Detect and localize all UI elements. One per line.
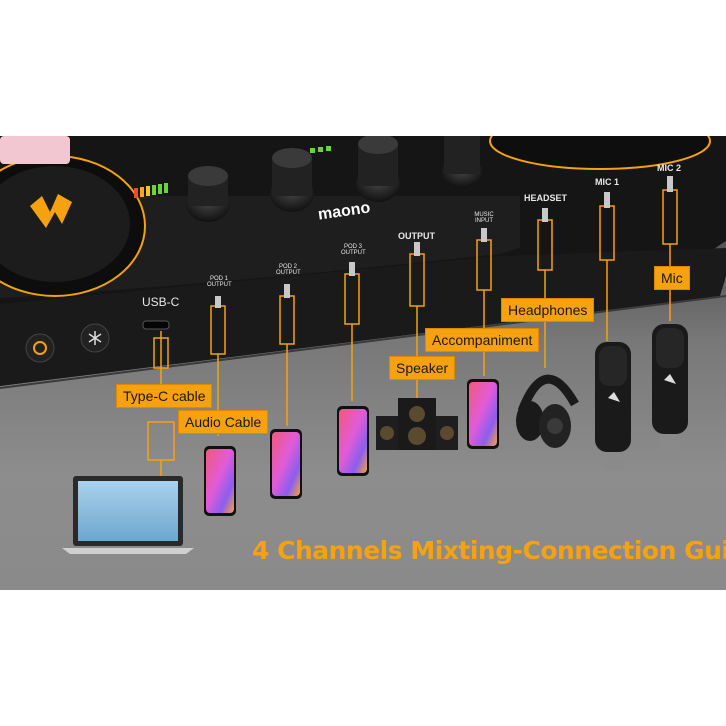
callout-headphones: Headphones [501, 298, 595, 322]
laptop [62, 476, 194, 554]
callout-mic: Mic [654, 266, 690, 290]
speaker-system [376, 398, 458, 450]
usb-c-label: USB-C [142, 295, 180, 309]
maono-logo-icon [30, 194, 72, 228]
port-label-pod1: POD 1 OUTPUT [207, 276, 232, 288]
callout-type-c-cable: Type-C cable [116, 384, 213, 408]
product-photo: USB-C POD 1 OUTPUT POD 2 OUTPUT POD 3 OU… [0, 136, 726, 590]
level-meter [134, 146, 331, 198]
port-label-pod3: POD 3 OUTPUT [341, 244, 366, 256]
headphones [516, 374, 579, 448]
jog-wheel-right [489, 136, 711, 170]
microphones [595, 324, 688, 470]
callout-audio-cable: Audio Cable [178, 410, 269, 434]
effect-button [0, 136, 70, 164]
jack-plugs [215, 176, 673, 308]
port-label-mic2: MIC 2 [657, 163, 682, 173]
power-button [25, 333, 55, 363]
callout-speaker: Speaker [389, 356, 456, 380]
usb-c-port [142, 320, 170, 330]
port-label-headset: HEADSET [524, 193, 568, 203]
port-label-pod2: POD 2 OUTPUT [276, 264, 301, 276]
knobs [186, 136, 482, 222]
port-label-music-input: MUSIC INPUT [474, 212, 494, 224]
phones [204, 379, 499, 516]
cables [147, 189, 678, 476]
port-label-mic1: MIC 1 [595, 177, 620, 187]
port-label-output: OUTPUT [398, 231, 435, 241]
callout-accompaniment: Accompaniment [425, 328, 540, 352]
guide-title: 4 Channels Mixting-Connection Guide [252, 536, 726, 565]
